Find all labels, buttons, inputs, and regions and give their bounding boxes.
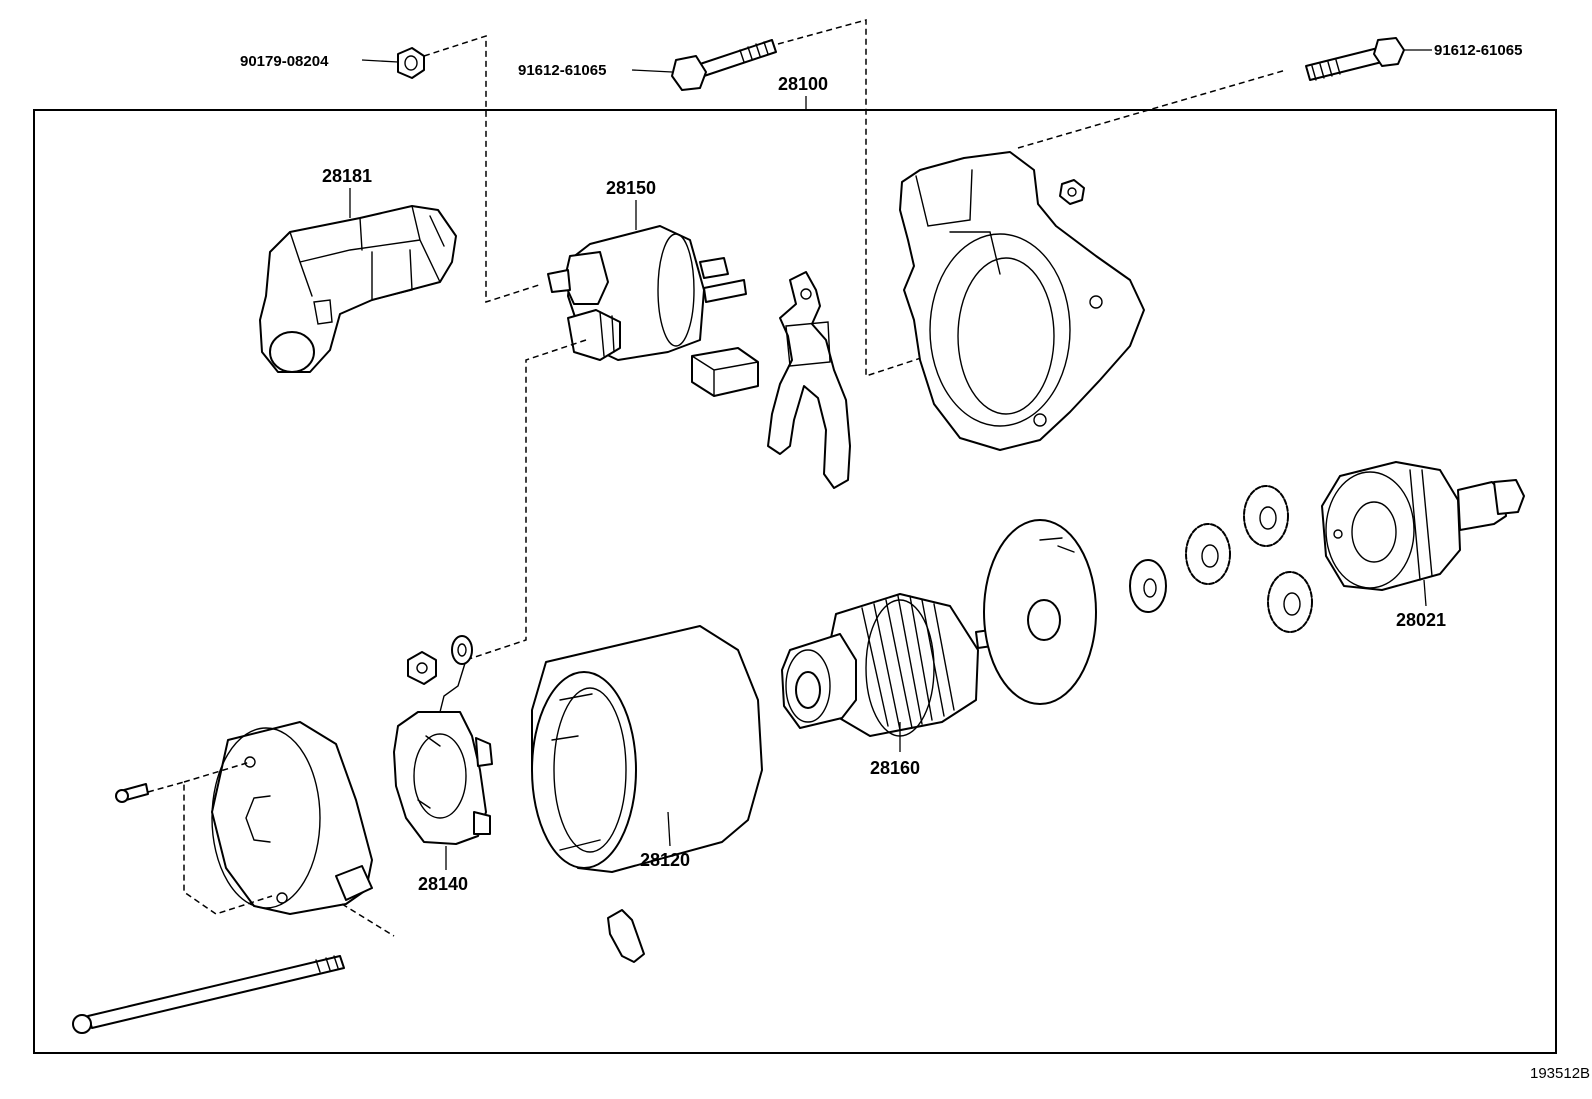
- drive-lever[interactable]: [767, 271, 851, 489]
- armature-28160[interactable]: [781, 593, 993, 737]
- label-91612-61065-right: 91612-61065: [1434, 42, 1522, 59]
- drive-housing[interactable]: [899, 151, 1145, 451]
- label-28140: 28140: [418, 874, 468, 894]
- figure-id: 193512B: [1530, 1065, 1590, 1082]
- washer[interactable]: [1129, 559, 1167, 613]
- label-91612-61065-left: 91612-61065: [518, 62, 606, 79]
- starter-clutch-28021[interactable]: [1321, 461, 1525, 591]
- rear-end-cover[interactable]: [211, 721, 373, 915]
- brush-holder-nut[interactable]: [407, 651, 437, 685]
- label-28160: 28160: [870, 758, 920, 778]
- planetary-gear-2[interactable]: [1243, 485, 1289, 547]
- assembly-frame: [33, 109, 1557, 1054]
- nut-90179-08204[interactable]: [397, 47, 425, 79]
- brush[interactable]: [607, 909, 645, 963]
- planetary-gear-3[interactable]: [1267, 571, 1313, 633]
- cover-screw[interactable]: [115, 783, 149, 803]
- bolt-91612-61065-right[interactable]: [1305, 37, 1405, 81]
- yoke-28120[interactable]: [531, 625, 763, 873]
- center-plate[interactable]: [983, 519, 1097, 705]
- terminal-ring[interactable]: [451, 635, 473, 665]
- label-28150: 28150: [606, 178, 656, 198]
- cover-28181[interactable]: [259, 205, 457, 373]
- label-28181: 28181: [322, 166, 372, 186]
- through-bolt[interactable]: [72, 955, 345, 1034]
- housing-nut[interactable]: [1059, 179, 1085, 205]
- planetary-gear-1[interactable]: [1185, 523, 1231, 585]
- label-28100: 28100: [778, 74, 828, 94]
- bolt-91612-61065-left[interactable]: [671, 39, 777, 91]
- label-28021: 28021: [1396, 610, 1446, 630]
- label-28120: 28120: [640, 850, 690, 870]
- brush-holder-28140[interactable]: [393, 659, 493, 845]
- label-90179-08204: 90179-08204: [240, 53, 329, 70]
- insulator-block[interactable]: [691, 347, 759, 397]
- magnetic-switch-28150[interactable]: [547, 225, 747, 361]
